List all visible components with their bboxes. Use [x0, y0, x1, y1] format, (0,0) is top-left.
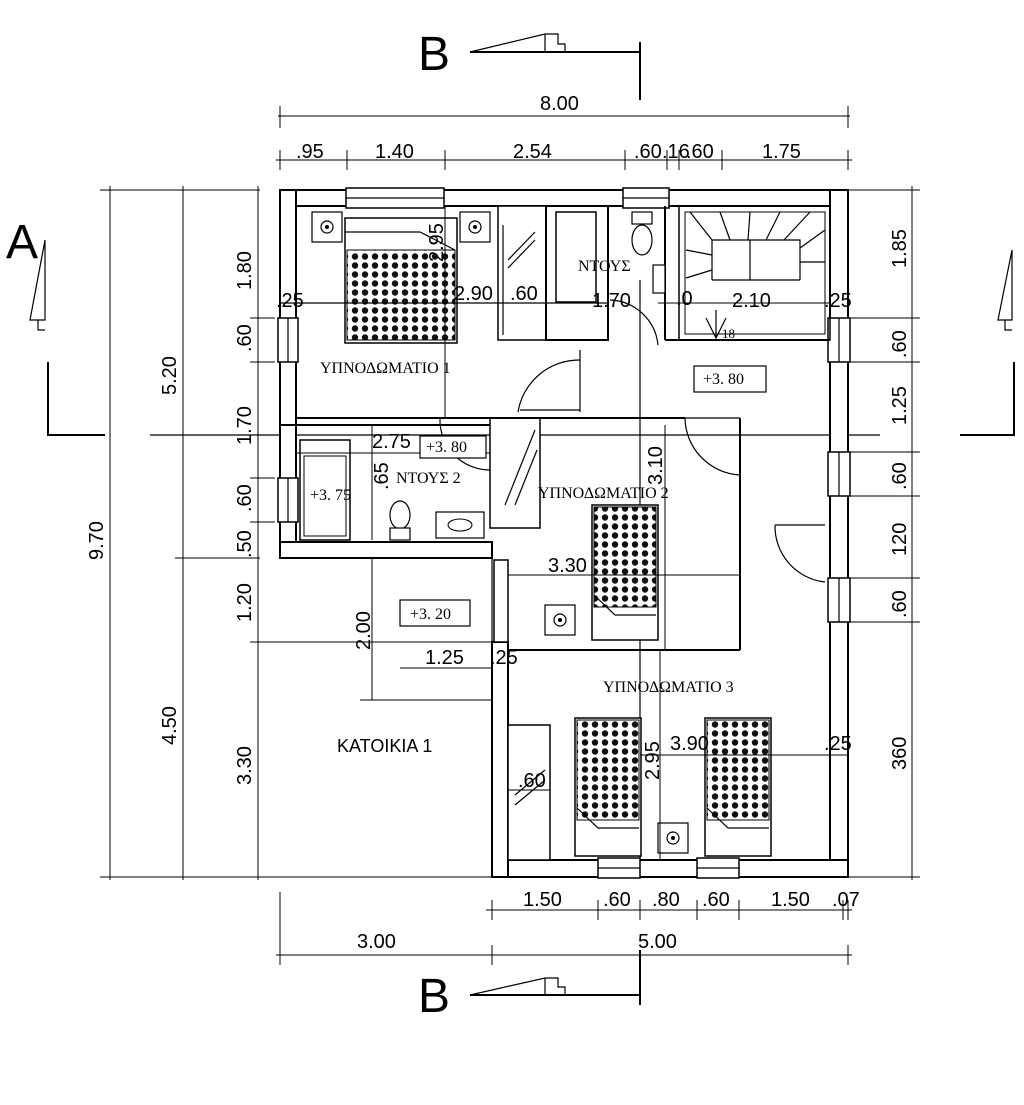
- staircase: 18: [684, 211, 826, 341]
- top-dim-3: 2.54: [513, 141, 552, 163]
- top-dim-7: 1.75: [762, 141, 801, 163]
- right-dim-3: 1.25: [889, 386, 911, 425]
- room-shower2: ΝΤΟΥΣ 2: [396, 470, 461, 487]
- level-tag-4: +3. 20: [410, 606, 451, 623]
- section-mark-b-bottom: B: [418, 950, 641, 1023]
- room-bedroom3: ΥΠΝΟΔΩΜΑΤΙΟ 3: [603, 679, 734, 696]
- top-dim-4: .60: [634, 141, 662, 163]
- left-inner-1: 1.80: [234, 251, 256, 290]
- bedroom2-furniture: [544, 504, 659, 641]
- top-dim-2: 1.40: [375, 141, 414, 163]
- top-dimensions: 8.00 .95 1.40 2.54 .60 .16 .60 1.75: [276, 93, 852, 170]
- level-tag-2: +3. 80: [426, 439, 467, 456]
- room-bedroom2: ΥΠΝΟΔΩΜΑΤΙΟ 2: [538, 485, 669, 502]
- bottom-dim-2: .60: [603, 889, 631, 911]
- bottom-dim-3: .80: [652, 889, 680, 911]
- svg-text:B: B: [418, 970, 450, 1023]
- left-inner-3: 1.70: [234, 406, 256, 445]
- b3-width-dim: 3.90: [670, 733, 709, 755]
- level-tag-3: +3. 75: [310, 487, 351, 504]
- bedroom3-furniture: [574, 717, 772, 857]
- b2-width-dim: 3.30: [548, 555, 587, 577]
- left-inner-2: .60: [234, 324, 256, 352]
- sh2-height-dim: .65: [371, 462, 393, 490]
- bottom-dim-1: 1.50: [523, 889, 562, 911]
- room-shower1: ΝΤΟΥΣ: [578, 258, 631, 275]
- b1-width-dim: 2.90: [454, 283, 493, 305]
- bedroom1-furniture: [280, 211, 608, 344]
- shower1-fixtures: [631, 211, 666, 294]
- corridor-width-dim: 1.70: [592, 290, 631, 312]
- room-bedroom1: ΥΠΝΟΔΩΜΑΤΙΟ 1: [320, 360, 451, 377]
- right-dim-1: 1.85: [889, 229, 911, 268]
- svg-text:A: A: [6, 216, 38, 269]
- b2-height-dim: 3.10: [645, 446, 667, 485]
- left-inner-5: .50: [234, 530, 256, 558]
- bottom-dim-4: .60: [702, 889, 730, 911]
- level-tags: +3. 80 +3. 80 +3. 75 +3. 20: [310, 365, 767, 627]
- bottom-dimensions: 1.50 .60 .80 .60 1.50 .07 3.00 5.00: [276, 889, 860, 965]
- b3-right-dim: .25: [824, 733, 852, 755]
- left-inner-4: .60: [234, 484, 256, 512]
- overall-width-label: 8.00: [540, 93, 579, 115]
- top-dim-5: .16: [662, 141, 690, 163]
- top-dim-1: .95: [296, 141, 324, 163]
- right-dim-2: .60: [889, 330, 911, 358]
- b1-height-dim: 2.95: [426, 223, 448, 262]
- room-labels: ΥΠΝΟΔΩΜΑΤΙΟ 1 ΥΠΝΟΔΩΜΑΤΙΟ 2 ΥΠΝΟΔΩΜΑΤΙΟ …: [320, 258, 734, 756]
- bottom-dim-5: 1.50: [771, 889, 810, 911]
- svg-text:B: B: [418, 28, 450, 81]
- left-dimensions: 9.70 5.20 4.50 1.80 .60 1.70 .60 .50 1.2…: [86, 186, 500, 880]
- room-apartment: ΚΑΤΟΙΚΙΑ 1: [337, 736, 432, 756]
- balcony-wall-dim: .25: [490, 647, 518, 669]
- b3-height-dim: 2.95: [642, 741, 664, 780]
- windows: [277, 187, 851, 879]
- left-inner-6: 1.20: [234, 583, 256, 622]
- interior-walls: [280, 205, 831, 861]
- stair-dim-c: .25: [824, 290, 852, 312]
- stair-steps-label: 18: [722, 326, 735, 341]
- bottom-total-1: 3.00: [357, 931, 396, 953]
- left-inner-7: 3.30: [234, 746, 256, 785]
- sh2-width-dim: 2.75: [372, 431, 411, 453]
- b1-wardrobe-dim: .60: [510, 283, 538, 305]
- right-dim-5: 120: [889, 523, 911, 556]
- bottom-dim-6: .07: [832, 889, 860, 911]
- right-dim-6: .60: [889, 590, 911, 618]
- b3-wardrobe-dim: .60: [518, 770, 546, 792]
- left-outer-2: 4.50: [159, 706, 181, 745]
- bottom-total-2: 5.00: [638, 931, 677, 953]
- stair-dim-b: 2.10: [732, 290, 771, 312]
- shower2-fixtures: [299, 439, 485, 541]
- left-outer-1: 5.20: [159, 356, 181, 395]
- section-mark-a-left: A: [6, 216, 105, 436]
- top-dim-6: .60: [686, 141, 714, 163]
- section-mark-a-right: [960, 249, 1015, 436]
- right-dimensions: 1.85 .60 1.25 .60 120 .60 360: [830, 186, 920, 880]
- level-tag-1: +3. 80: [703, 371, 744, 388]
- interior-dimensions: 2.90 2.95 .25 .60 1.70 .0 2.10 .25 2.75 …: [276, 206, 852, 860]
- right-dim-4: .60: [889, 462, 911, 490]
- overall-height-label: 9.70: [86, 521, 108, 560]
- section-mark-b-top: B: [418, 28, 641, 100]
- balcony-height-dim: 2.00: [353, 611, 375, 650]
- right-dim-7: 360: [889, 737, 911, 770]
- balcony-width-dim: 1.25: [425, 647, 464, 669]
- stair-dim-a: .0: [676, 288, 693, 310]
- b1-left-dim: .25: [276, 290, 304, 312]
